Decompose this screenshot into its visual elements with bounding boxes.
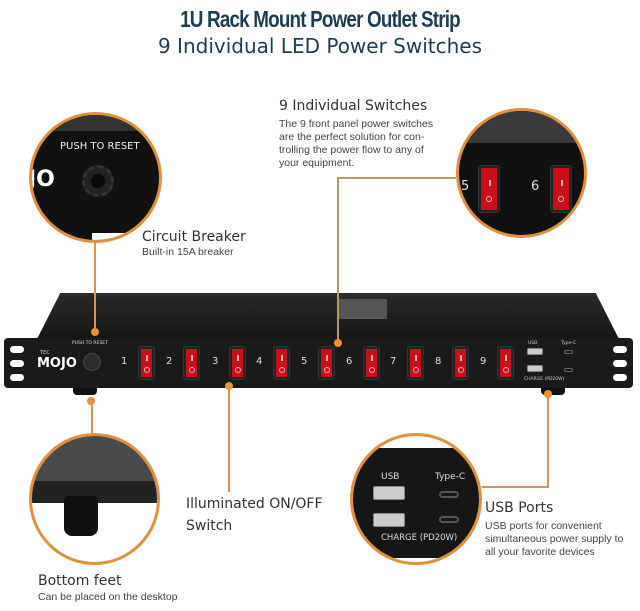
device-body xyxy=(37,293,619,339)
typec-port-icon xyxy=(439,516,459,523)
typec-label: Type-C xyxy=(561,341,577,346)
usb-zoom-image: USB Type-C CHARGE (PD20W) xyxy=(350,433,482,565)
power-switch-6[interactable] xyxy=(363,346,380,380)
breaker-title: Circuit Breaker xyxy=(142,229,246,245)
leader-line xyxy=(228,386,230,492)
reset-button-icon xyxy=(82,165,114,197)
feet-desc: Can be placed on the desktop xyxy=(38,591,178,603)
device-front-panel: TEC MOJO PUSH TO RESET 1 2 3 4 5 6 7 8 9 USB CHA… xyxy=(4,338,633,388)
leader-line xyxy=(337,177,456,179)
illuminated-title: Illuminated ON/OFF xyxy=(186,496,323,512)
leader-line xyxy=(91,401,93,434)
typec-port-icon xyxy=(439,491,459,498)
switch-zoom-icon xyxy=(478,165,500,213)
power-switch-7[interactable] xyxy=(407,346,424,380)
leader-line xyxy=(94,243,96,330)
switch-number: 1 xyxy=(121,356,128,367)
switch-number: 7 xyxy=(390,356,397,367)
switch-number: 9 xyxy=(480,356,487,367)
usb-label: USB xyxy=(528,341,538,346)
usb-label: USB xyxy=(381,472,400,482)
push-to-reset-label: PUSH TO RESET xyxy=(60,141,140,152)
callout-dot xyxy=(334,339,342,347)
switches-desc-line: are the perfect solution for con- xyxy=(279,131,425,143)
usb-desc-line: simultaneous power supply to xyxy=(485,533,624,545)
feet-zoom-image xyxy=(29,433,160,565)
switch-zoom-icon xyxy=(550,165,572,213)
callout-dot xyxy=(544,390,552,398)
brand-logo: MOJO xyxy=(37,356,77,371)
leader-line xyxy=(547,395,549,487)
leader-line xyxy=(482,486,549,488)
switches-title: 9 Individual Switches xyxy=(279,98,428,114)
charge-label: CHARGE (PD20W) xyxy=(381,533,458,543)
foot-icon xyxy=(64,496,98,536)
logo-fragment: JO xyxy=(29,167,55,192)
switch-number: 2 xyxy=(166,356,173,367)
usb-port-icon xyxy=(373,513,405,527)
illuminated-title-line2: Switch xyxy=(186,518,233,534)
power-switch-4[interactable] xyxy=(273,346,290,380)
usb-desc-line: USB ports for convenient xyxy=(485,520,602,532)
logo-small: TEC xyxy=(40,350,50,356)
power-switch-1[interactable] xyxy=(138,346,155,380)
switch-number: 6 xyxy=(346,356,353,367)
usb-port xyxy=(527,365,543,372)
callout-dot xyxy=(87,397,95,405)
usb-port-icon xyxy=(373,486,405,500)
page-title: 1U Rack Mount Power Outlet Strip xyxy=(180,6,461,32)
leader-line xyxy=(337,177,339,343)
power-switch-2[interactable] xyxy=(183,346,200,380)
page-subtitle: 9 Individual LED Power Switches xyxy=(157,34,483,58)
power-switch-8[interactable] xyxy=(452,346,469,380)
switch-number: 5 xyxy=(461,179,470,194)
foot xyxy=(73,388,97,395)
switch-number: 4 xyxy=(256,356,263,367)
power-switch-5[interactable] xyxy=(318,346,335,380)
switch-number: 3 xyxy=(212,356,219,367)
switches-desc-line: trolling the power flow to any of xyxy=(279,144,424,156)
switch-number: 5 xyxy=(301,356,308,367)
charge-label: CHARGE (PD20W) xyxy=(524,377,565,382)
typec-label: Type-C xyxy=(435,472,466,482)
typec-port xyxy=(564,350,573,354)
usb-title: USB Ports xyxy=(485,500,554,516)
reset-button[interactable] xyxy=(83,353,101,371)
power-switch-3[interactable] xyxy=(229,346,246,380)
reset-label: PUSH TO RESET xyxy=(72,341,108,346)
usb-port xyxy=(527,348,543,355)
switches-desc-line: The 9 front panel power switches xyxy=(279,118,434,130)
usb-desc-line: all your favorite devices xyxy=(485,546,595,558)
feet-title: Bottom feet xyxy=(38,573,122,589)
switch-number: 8 xyxy=(435,356,442,367)
switch-number: 6 xyxy=(531,179,540,194)
breaker-desc: Built-in 15A breaker xyxy=(142,246,234,258)
breaker-zoom-image: PUSH TO RESET JO xyxy=(29,112,162,243)
power-switch-9[interactable] xyxy=(497,346,514,380)
callout-dot xyxy=(225,382,233,390)
foot xyxy=(541,388,565,395)
typec-port xyxy=(564,368,573,372)
callout-dot xyxy=(91,328,99,336)
switches-zoom-image: 5 6 xyxy=(456,108,587,238)
switches-desc-line: your equipment. xyxy=(279,157,355,169)
